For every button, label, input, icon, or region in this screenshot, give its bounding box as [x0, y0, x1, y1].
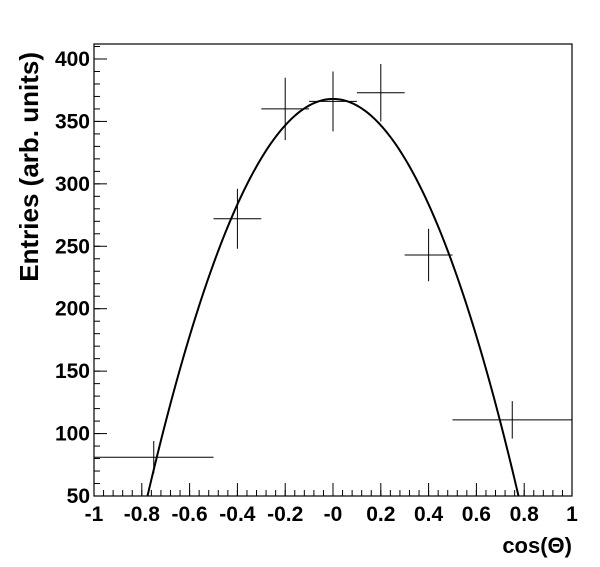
y-tick-labels: 50 100 150 200 250 300 350 400 — [55, 48, 90, 508]
x-tick-label: 0.6 — [462, 503, 491, 526]
x-tick-label: -0.2 — [267, 503, 303, 526]
y-tick-label: 50 — [67, 485, 90, 508]
x-tick-label: -0.4 — [219, 503, 256, 526]
x-tick-label: -0.6 — [172, 503, 208, 526]
data-point — [213, 188, 262, 249]
y-tick-label: 300 — [55, 173, 90, 196]
x-tick-label: 0.8 — [510, 503, 540, 526]
data-points — [94, 63, 572, 474]
y-tick-label: 100 — [55, 423, 90, 446]
x-tick-label: -1 — [85, 503, 104, 526]
data-point — [261, 77, 310, 141]
y-tick-label: 150 — [55, 360, 90, 383]
x-axis-title: cos(Θ) — [502, 533, 572, 558]
x-tick-label: 1 — [566, 503, 578, 526]
y-tick-label: 250 — [55, 235, 90, 258]
x-tick-label: 0.4 — [414, 503, 444, 526]
y-axis-title: Entries (arb. units) — [14, 52, 44, 282]
axis-ticks — [93, 45, 573, 497]
data-point — [94, 441, 214, 474]
data-point — [404, 228, 453, 282]
y-tick-label: 200 — [55, 298, 90, 321]
x-tick-label: 0.2 — [366, 503, 395, 526]
data-point — [356, 63, 405, 122]
x-tick-label: -0.8 — [124, 503, 161, 526]
data-point — [309, 71, 357, 132]
y-tick-label: 400 — [55, 48, 90, 71]
x-tick-labels: -1 -0.8 -0.6 -0.4 -0.2 -0 0.2 0.4 0.6 0.8 1 — [85, 503, 579, 526]
data-point — [452, 401, 572, 439]
x-tick-label: -0 — [324, 503, 343, 526]
y-tick-label: 350 — [55, 110, 90, 133]
